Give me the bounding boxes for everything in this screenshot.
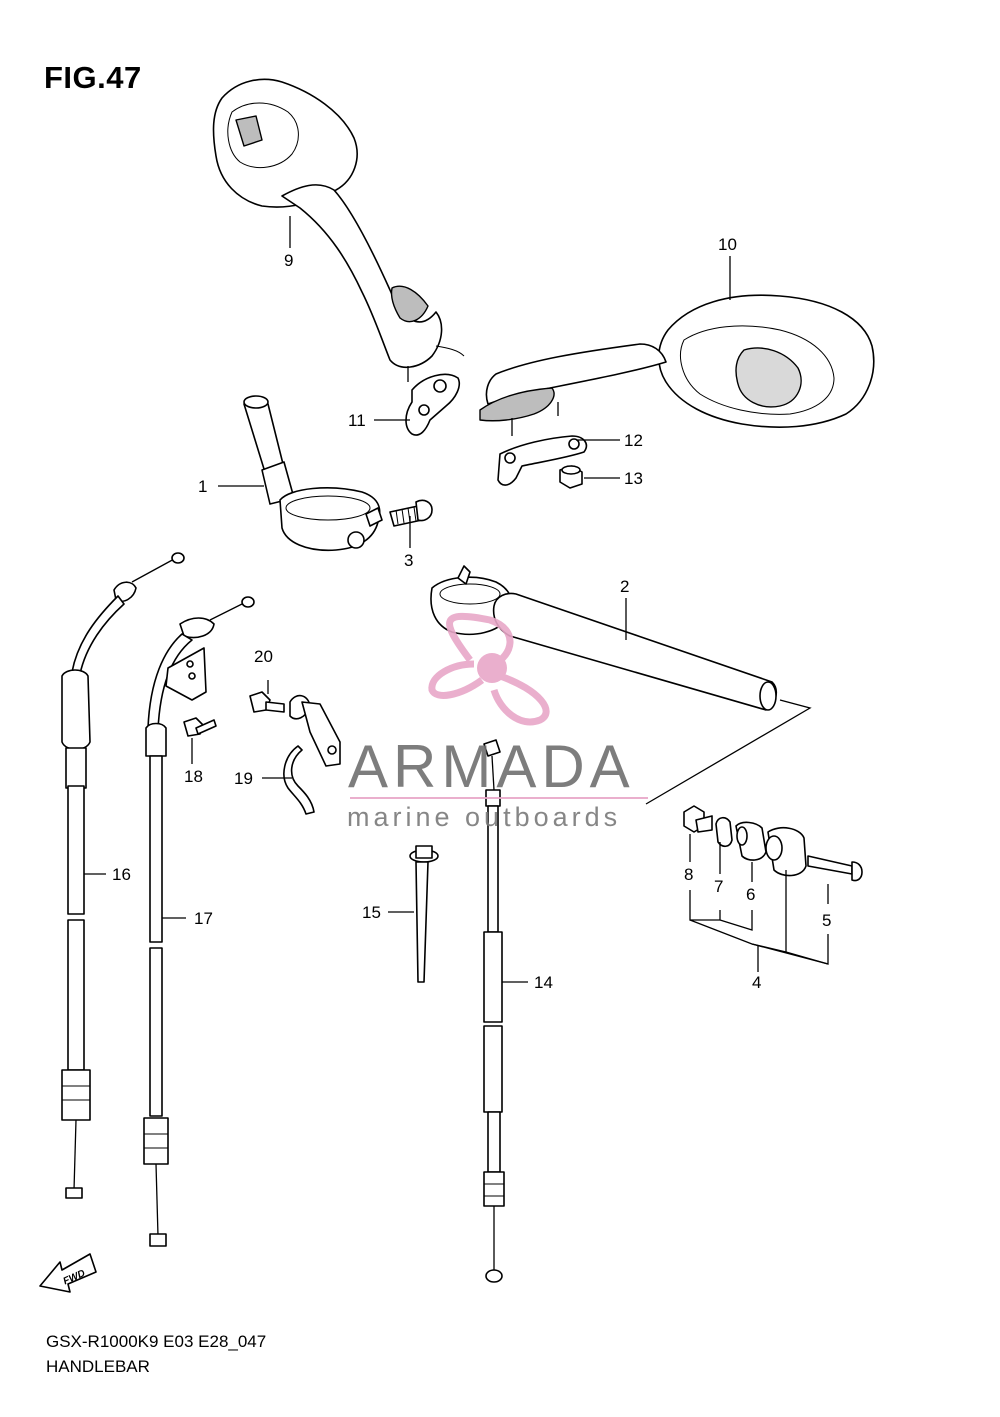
right-mirror <box>479 294 875 436</box>
watermark-brand: ARMADA <box>348 733 635 800</box>
watermark: ARMADA marine outboards <box>347 612 648 832</box>
callout-17: 17 <box>194 909 213 928</box>
right-handlebar <box>430 565 778 711</box>
left-mirror <box>212 78 465 382</box>
leader-lines <box>84 216 829 983</box>
callout-19: 19 <box>234 769 253 788</box>
fwd-arrow: FWD <box>39 1253 97 1293</box>
bolt-18 <box>183 717 217 737</box>
bolt-20 <box>249 691 311 720</box>
watermark-tagline: marine outboards <box>347 802 621 832</box>
callout-16: 16 <box>112 865 131 884</box>
callout-7: 7 <box>714 877 723 896</box>
callout-1: 1 <box>198 477 207 496</box>
throttle-cable-17 <box>143 596 255 1247</box>
cable-tie-15 <box>409 845 439 983</box>
callout-11: 11 <box>348 411 366 430</box>
throttle-cable-16 <box>61 552 185 1199</box>
callout-15: 15 <box>362 903 381 922</box>
bar-end-assembly <box>683 805 863 882</box>
clutch-cable-14 <box>483 739 505 1283</box>
callout-14: 14 <box>534 973 553 992</box>
mirror-bracket-left <box>405 373 461 436</box>
left-handlebar <box>243 395 383 552</box>
propeller-logo <box>428 612 550 726</box>
figure-title: FIG.47 <box>44 60 142 95</box>
mirror-bracket-right <box>497 435 588 486</box>
callout-2: 2 <box>620 577 629 596</box>
callout-3: 3 <box>404 551 413 570</box>
callout-13: 13 <box>624 469 643 488</box>
figure-code: GSX-R1000K9 E03 E28_047 <box>46 1332 267 1351</box>
callout-9: 9 <box>284 251 293 270</box>
callout-18: 18 <box>184 767 203 786</box>
callout-20: 20 <box>254 647 273 666</box>
callout-4: 4 <box>752 973 761 992</box>
callout-8: 8 <box>684 865 693 884</box>
callout-numbers: 1 2 3 4 5 6 7 8 9 10 11 12 13 14 15 16 1… <box>112 235 831 992</box>
callout-10: 10 <box>718 235 737 254</box>
callout-12: 12 <box>624 431 643 450</box>
bolt-3 <box>389 499 433 527</box>
figure-name: HANDLEBAR <box>46 1357 150 1376</box>
callout-5: 5 <box>822 911 831 930</box>
callout-6: 6 <box>746 885 755 904</box>
cable-guide-19 <box>283 701 341 815</box>
nut-13 <box>559 465 583 489</box>
